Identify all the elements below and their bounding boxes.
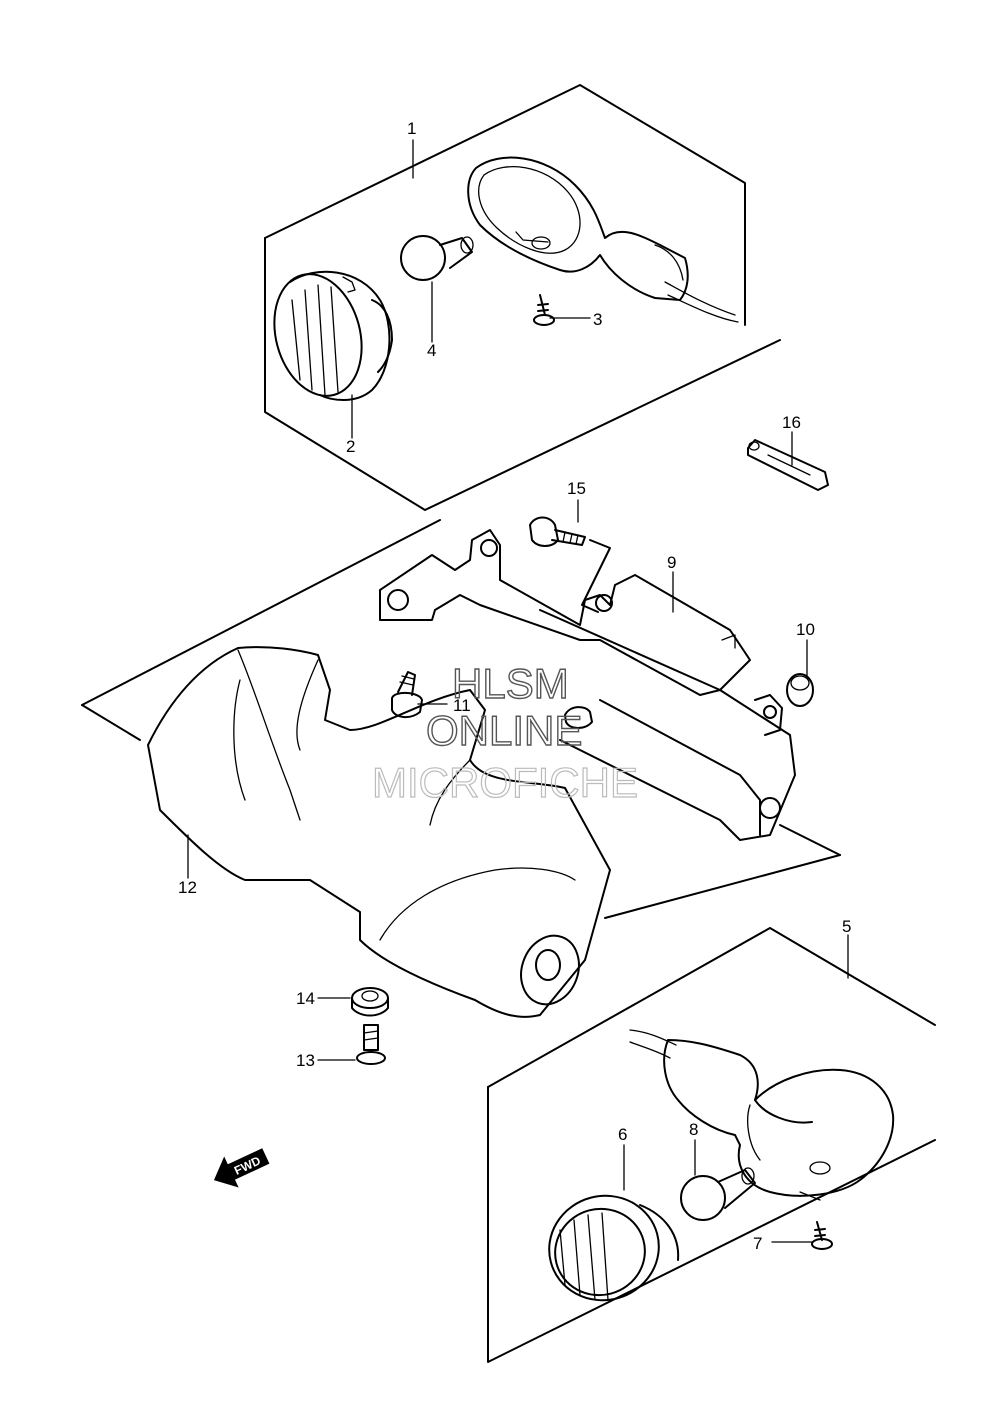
screw-7 [811, 1221, 833, 1250]
callout-16: 16 [782, 413, 801, 432]
bracket-plate-9 [379, 529, 751, 696]
fwd-arrow-icon: FWD [213, 1148, 270, 1188]
upper-signal-group [264, 84, 781, 511]
grommet-10 [786, 673, 814, 707]
lower-bulb [680, 1167, 756, 1221]
callout-8: 8 [689, 1120, 698, 1139]
callout-9: 9 [667, 553, 676, 572]
upper-signal-housing [467, 156, 739, 323]
watermark: HLSM ONLINE MICROFICHE [371, 659, 638, 806]
lower-signal-group [487, 927, 936, 1363]
callout-13: 13 [296, 1051, 315, 1070]
leader-lines [187, 139, 849, 1243]
bracket-rail [539, 609, 796, 841]
callout-1: 1 [407, 119, 416, 138]
callout-7: 7 [753, 1234, 762, 1253]
rear-cover-12 [147, 646, 611, 1018]
callout-5: 5 [842, 917, 851, 936]
collar-14 [351, 987, 389, 1017]
clamp-16 [747, 439, 829, 491]
callout-3: 3 [593, 310, 602, 329]
lower-lens [548, 1194, 680, 1302]
callout-12: 12 [178, 878, 197, 897]
screw-13 [356, 1024, 386, 1065]
lower-signal-housing [629, 1029, 895, 1201]
callout-4: 4 [427, 341, 436, 360]
watermark-line-2: ONLINE [426, 707, 582, 754]
screw-3 [533, 294, 555, 326]
callout-15: 15 [567, 479, 586, 498]
upper-bulb [400, 235, 474, 281]
bolt-11 [391, 671, 593, 729]
rear-bracket-group [81, 439, 841, 919]
watermark-line-1: HLSM [452, 660, 569, 707]
callout-2: 2 [346, 437, 355, 456]
bolt-15 [529, 516, 611, 613]
callout-11: 11 [453, 696, 471, 715]
callout-6: 6 [618, 1125, 627, 1144]
watermark-line-3: MICROFICHE [372, 759, 638, 806]
callout-labels: 1 2 3 4 5 6 7 8 9 10 11 12 13 14 15 16 [178, 119, 851, 1253]
upper-lens [273, 270, 393, 401]
fwd-label: FWD [232, 1153, 263, 1177]
callout-10: 10 [796, 620, 815, 639]
callout-14: 14 [296, 989, 315, 1008]
